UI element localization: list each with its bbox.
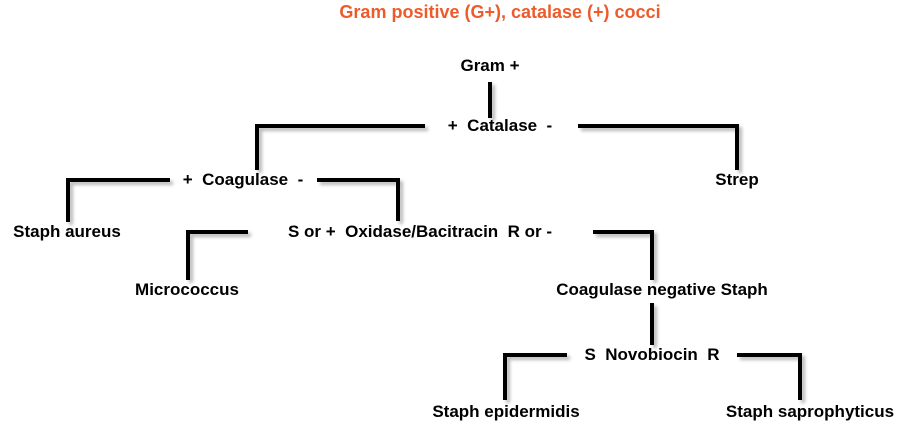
connector-novobiocin-to-epidermidis — [503, 353, 567, 400]
connector-coagulase-to-staph-aureus — [66, 178, 170, 222]
node-catalase-test: + Catalase - — [447, 116, 553, 135]
connector-coagulase-to-oxidase — [317, 178, 400, 221]
node-staph-epidermidis: Staph epidermidis — [432, 402, 580, 421]
node-novobiocin-test: S Novobiocin R — [584, 345, 720, 364]
connector-oxidase-to-micrococcus — [186, 230, 248, 280]
node-micrococcus: Micrococcus — [135, 280, 239, 299]
connector-catalase-to-strep — [578, 124, 739, 170]
node-coagulase-test: + Coagulase - — [182, 170, 304, 189]
node-gram-positive: Gram + — [460, 56, 520, 75]
node-oxidase-bacitracin-test: S or + Oxidase/Bacitracin R or - — [287, 222, 553, 241]
connector-novobiocin-to-saprophyticus — [737, 353, 802, 400]
node-strep: Strep — [715, 170, 759, 189]
node-staph-saprophyticus: Staph saprophyticus — [725, 402, 895, 421]
diagram-title: Gram positive (G+), catalase (+) cocci — [339, 2, 661, 22]
node-staph-aureus: Staph aureus — [13, 222, 121, 241]
connector-oxidase-to-coag-negative — [593, 230, 654, 280]
node-coagulase-negative-staph: Coagulase negative Staph — [556, 280, 768, 299]
connector-catalase-to-coagulase — [255, 124, 425, 170]
